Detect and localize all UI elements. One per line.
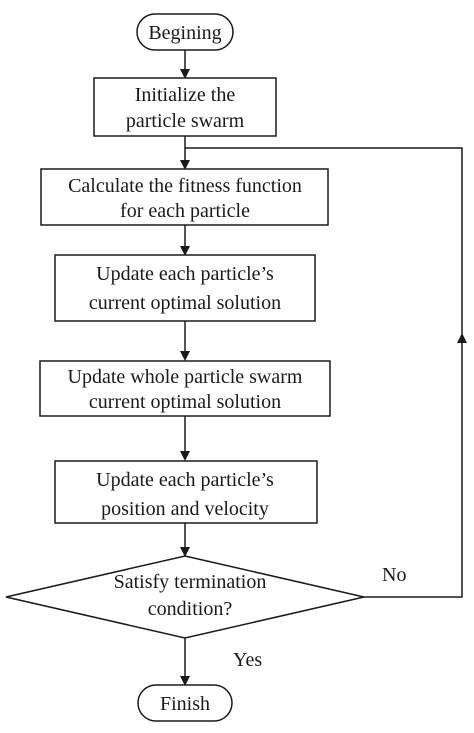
step-position-velocity-line2: position and velocity bbox=[101, 498, 269, 520]
step-position-velocity-box bbox=[54, 460, 318, 524]
decision-line2: condition? bbox=[148, 598, 233, 620]
step-swarm-optimal-box bbox=[39, 360, 331, 417]
arrowhead-swarm-optimal bbox=[180, 351, 190, 361]
step-position-velocity-line1: Update each particle’s bbox=[96, 469, 274, 491]
arrowhead-init bbox=[180, 69, 190, 79]
loop-back-line bbox=[185, 147, 463, 598]
finish-terminator bbox=[137, 684, 233, 722]
finish-label: Finish bbox=[160, 693, 210, 715]
arrowhead-position bbox=[180, 451, 190, 461]
arrowhead-finish bbox=[180, 676, 190, 686]
step-initialize-line2: particle swarm bbox=[126, 110, 245, 132]
step-swarm-optimal-line1: Update whole particle swarm bbox=[68, 366, 303, 388]
decision-diamond bbox=[5, 555, 365, 639]
step-fitness-box bbox=[40, 168, 329, 226]
arrowhead-particle-optimal bbox=[180, 246, 190, 256]
step-particle-optimal-line1: Update each particle’s bbox=[96, 263, 274, 285]
step-fitness-line2: for each particle bbox=[120, 200, 250, 222]
decision-line1: Satisfy termination bbox=[114, 571, 267, 593]
loop-back-arrowhead bbox=[457, 333, 467, 343]
step-particle-optimal-line2: current optimal solution bbox=[89, 292, 281, 314]
arrowhead-decision bbox=[180, 547, 190, 557]
yes-label: Yes bbox=[233, 649, 262, 671]
step-initialize-line1: Initialize the bbox=[135, 84, 236, 106]
step-fitness-line1: Calculate the fitness function bbox=[68, 175, 302, 197]
step-swarm-optimal-line2: current optimal solution bbox=[89, 391, 281, 413]
arrowhead-fitness bbox=[180, 160, 190, 170]
no-label: No bbox=[382, 564, 406, 586]
step-initialize-box bbox=[93, 77, 277, 137]
start-label: Begining bbox=[148, 22, 221, 44]
